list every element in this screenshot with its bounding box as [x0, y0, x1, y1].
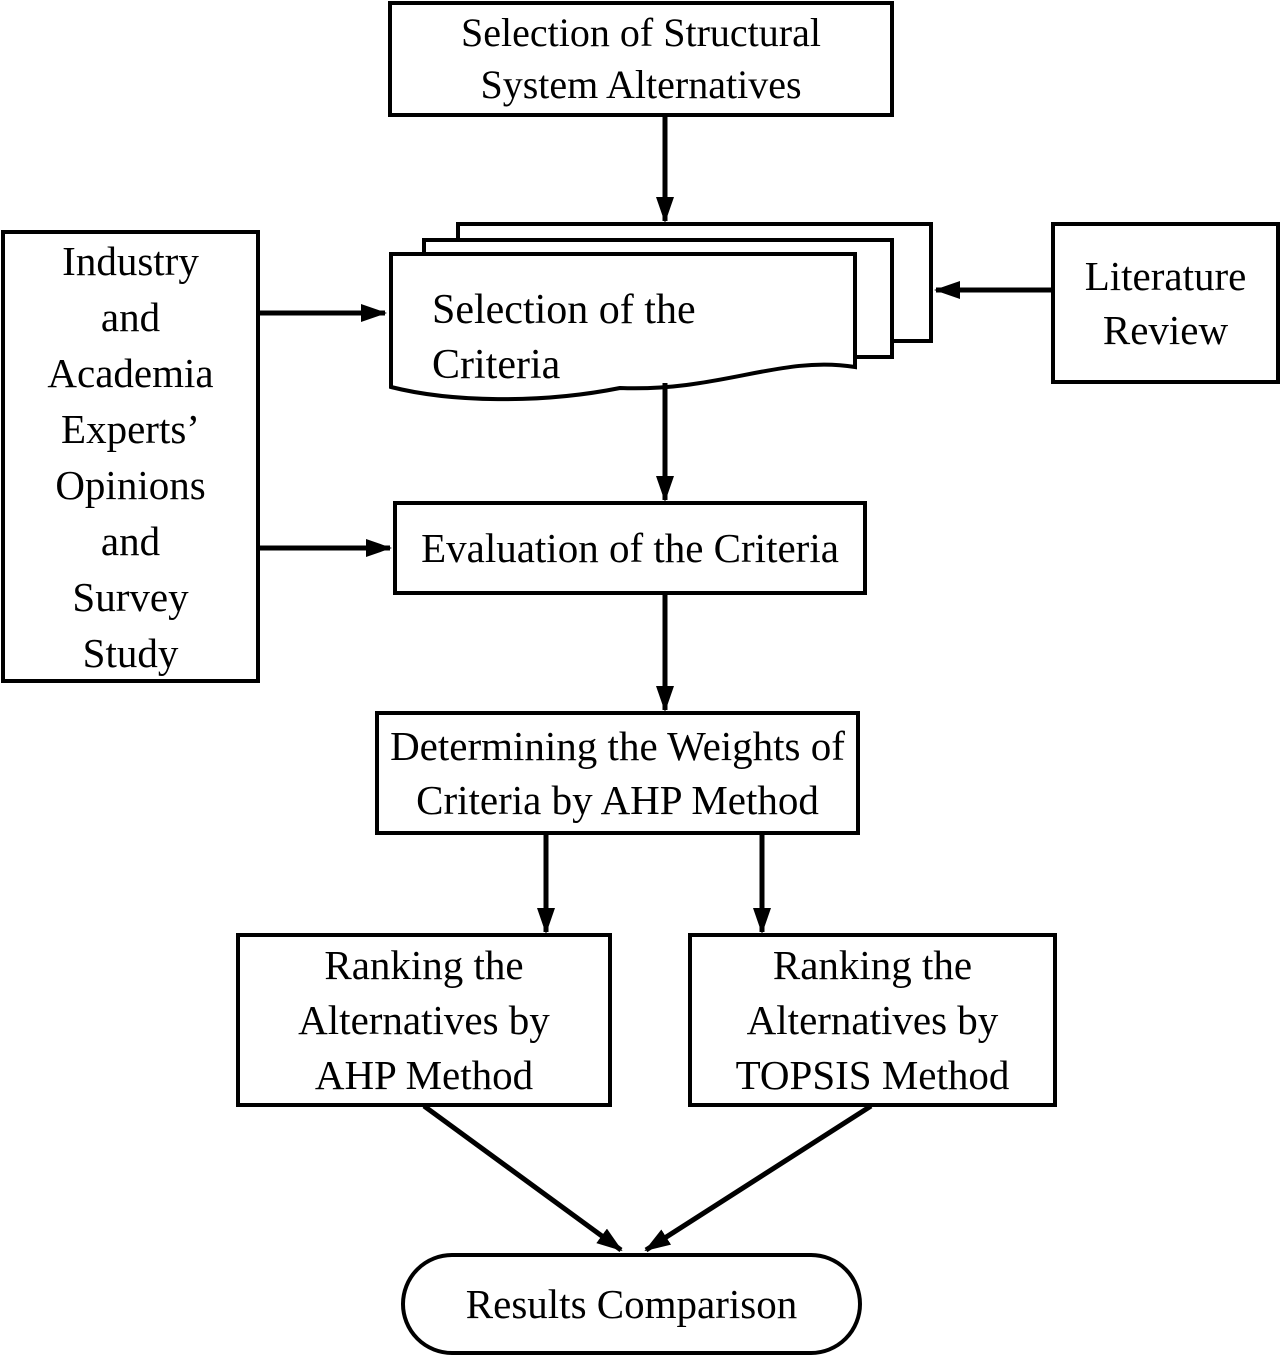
- literature-label: Literature Review: [1084, 253, 1247, 353]
- alternatives-box: [388, 1, 894, 117]
- rank-ahp-box: [236, 933, 612, 1107]
- evaluation-label: Evaluation of the Criteria: [421, 525, 839, 571]
- rank-topsis-box: [688, 933, 1057, 1107]
- criteria-selection-document: [389, 252, 857, 402]
- edge-rank-topsis-to-results-arrow: [644, 1103, 873, 1253]
- edge-rank-ahp-to-results-arrow: [422, 1103, 623, 1253]
- weights-box: [375, 711, 860, 835]
- rank-topsis-label: Ranking the Alternatives by TOPSIS Metho…: [735, 941, 1010, 1098]
- weights-label: Determining the Weights of Criteria by A…: [390, 723, 845, 823]
- alternatives-label: Selection of Structural System Alternati…: [461, 10, 821, 107]
- evaluation-box: [393, 501, 867, 595]
- results-label: Results Comparison: [465, 1281, 798, 1327]
- results-stadium: [401, 1253, 862, 1355]
- experts-label: Industry and Academia Experts’ Opinions …: [47, 237, 214, 676]
- criteria-selection-label: Selection of the Criteria: [432, 287, 696, 388]
- literature-box: [1051, 222, 1280, 384]
- rank-ahp-label: Ranking the Alternatives by AHP Method: [298, 941, 550, 1098]
- experts-box: [1, 230, 260, 683]
